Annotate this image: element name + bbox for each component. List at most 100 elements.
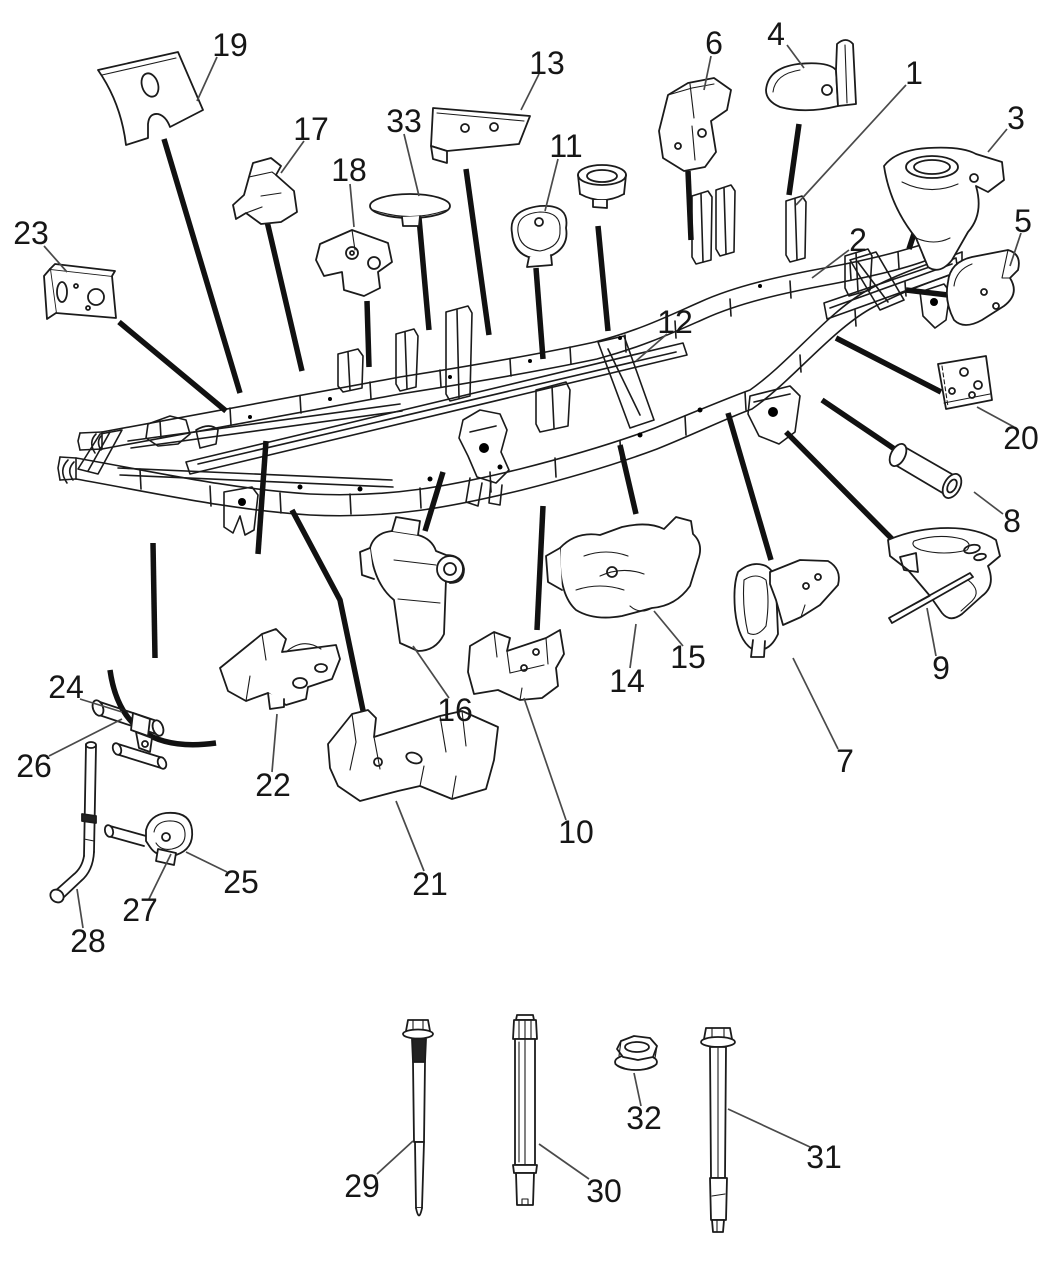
callout-label-8: 8: [1003, 503, 1021, 539]
part-shape-13: [430, 107, 531, 164]
pointer-line-17: [263, 216, 305, 372]
leader-12: [635, 333, 668, 362]
pointer-line-9: [784, 430, 895, 542]
body-mount-towers: [337, 184, 873, 433]
callout-label-20: 20: [1003, 420, 1039, 456]
leader-5: [1009, 232, 1022, 267]
pointer-line-8: [820, 397, 898, 453]
part-shape-24-26: [91, 699, 168, 770]
near-frame-rail: [75, 251, 963, 517]
callout-label-33: 33: [386, 103, 422, 139]
leader-23: [43, 245, 68, 273]
part-shape-4: [765, 39, 857, 112]
callout-label-15: 15: [670, 639, 706, 675]
leader-10: [523, 697, 567, 821]
part-shape-8: [888, 443, 963, 499]
part-shape-31: [700, 1027, 736, 1233]
pointer-line-6: [685, 170, 694, 241]
leader-30: [538, 1143, 590, 1180]
leader-24: [79, 698, 123, 713]
leader-27: [148, 853, 172, 900]
part-shape-18: [315, 229, 393, 297]
callout-label-2: 2: [849, 222, 867, 258]
callout-label-25: 25: [223, 864, 259, 900]
leader-16: [412, 645, 450, 699]
leader-32: [633, 1072, 642, 1107]
leader-19: [196, 56, 218, 102]
callout-label-1: 1: [905, 55, 923, 91]
callout-label-30: 30: [586, 1173, 622, 1209]
callout-label-28: 28: [70, 923, 106, 959]
pointer-line-13: [463, 168, 492, 336]
part-shape-20: [937, 355, 993, 410]
spring-hangers-on-frame: [145, 233, 951, 536]
callout-label-13: 13: [529, 45, 565, 81]
crossmembers: [77, 251, 959, 488]
leader-11: [544, 158, 559, 212]
pointer-line-33: [416, 217, 432, 331]
part-pointer-lines: [107, 123, 949, 748]
callout-label-11: 11: [549, 128, 582, 164]
callout-label-17: 17: [293, 111, 329, 147]
part-shape-3: [883, 146, 1005, 271]
leader-15: [653, 610, 684, 647]
callout-label-6: 6: [705, 25, 723, 61]
leader-2: [811, 249, 850, 279]
leader-7: [792, 657, 839, 750]
leader-20: [976, 406, 1015, 428]
leader-3: [987, 128, 1008, 153]
part-shape-9: [887, 527, 1001, 624]
leader-22: [271, 713, 278, 773]
callout-label-4: 4: [767, 16, 785, 52]
callout-label-21: 21: [412, 866, 448, 902]
callout-label-26: 26: [16, 748, 52, 784]
part-shape-28: [49, 741, 97, 904]
pointer-line-24a: [150, 542, 158, 659]
part-shape-29: [402, 1019, 434, 1217]
part-shape-5: [945, 249, 1020, 326]
leader-31: [727, 1108, 811, 1148]
callout-label-22: 22: [255, 767, 291, 803]
leader-21: [395, 800, 425, 872]
callout-leader-lines: [43, 44, 1022, 1180]
leader-13: [520, 73, 540, 111]
part-shapes: [43, 39, 1020, 1233]
callout-label-24: 24: [48, 669, 84, 705]
leader-28: [76, 888, 84, 929]
front-frame-horns: [57, 431, 103, 484]
pointer-line-21: [289, 508, 373, 745]
callout-label-10: 10: [558, 814, 594, 850]
part-shape-21: [327, 709, 499, 802]
leader-18: [349, 183, 355, 228]
leader-6: [703, 55, 712, 91]
callout-label-19: 19: [212, 27, 248, 63]
leader-26: [48, 718, 123, 757]
pointer-line-11b: [595, 225, 611, 332]
part-shape-11: [510, 205, 568, 268]
callout-label-32: 32: [626, 1100, 662, 1136]
part-shape-32: [614, 1035, 658, 1071]
pointer-line-7: [725, 412, 774, 561]
pointer-line-20: [834, 335, 943, 395]
callout-label-23: 23: [13, 215, 49, 251]
rail-lightening-holes: [248, 284, 762, 492]
body-mount-cup: [577, 164, 627, 209]
callout-labels: 1 2 3 4 5 6 7 8 9 10 11 12 13 14 15 16 1…: [13, 16, 1039, 1209]
pointer-line-11a: [533, 267, 546, 360]
part-shape-25-27: [103, 811, 194, 866]
pointer-line-10: [534, 505, 546, 631]
leader-9: [926, 607, 937, 657]
leader-33: [403, 133, 420, 197]
part-shape-7: [733, 559, 840, 658]
part-shape-10: [467, 629, 565, 701]
part-shape-33: [369, 193, 451, 227]
leader-8: [973, 491, 1004, 515]
callout-label-29: 29: [344, 1168, 380, 1204]
part-shape-30: [512, 1014, 538, 1206]
callout-label-3: 3: [1007, 100, 1025, 136]
callout-label-9: 9: [932, 650, 950, 686]
callout-label-27: 27: [122, 892, 158, 928]
pointer-line-22: [255, 440, 269, 555]
callout-label-31: 31: [806, 1139, 842, 1175]
